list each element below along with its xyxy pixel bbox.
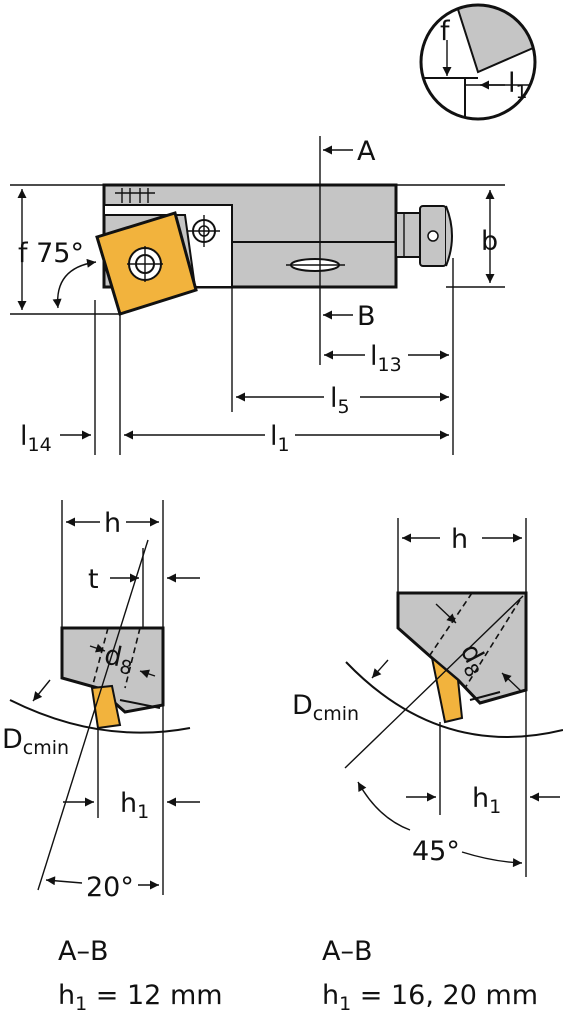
section-b-label: B: [357, 301, 376, 332]
insert-section-right: [430, 655, 464, 724]
l5-label: l5: [330, 383, 350, 418]
detail-circle: [419, 3, 537, 121]
angle-20-label: 20°: [86, 872, 134, 903]
h-label-left: h: [104, 508, 121, 539]
l13-label: l13: [370, 341, 402, 376]
section-a-label: A: [357, 136, 376, 167]
detail-view: f l1: [419, 3, 537, 121]
d8-label-right: d8: [450, 639, 495, 681]
h-label-right: h: [451, 524, 468, 555]
l14-label: l14: [20, 421, 52, 456]
detail-f-label: f: [440, 16, 451, 47]
adjuster-screw: [395, 205, 453, 267]
hatch-marks: [115, 188, 155, 203]
caption-h1-right: h1 = 16, 20 mm: [322, 980, 538, 1015]
caption-h1-left: h1 = 12 mm: [58, 980, 223, 1015]
section-view-right: h d8 Dcmin h1 45° A–B h1 = 16, 20 mm: [292, 518, 563, 1015]
holder-section-right: [396, 591, 528, 705]
angle-45-label: 45°: [412, 836, 460, 867]
h1-label-left: h1: [120, 788, 149, 823]
dcmin-label-right: Dcmin: [292, 690, 359, 725]
dcmin-label-left: Dcmin: [2, 724, 69, 759]
f-75-angle-label: f 75°: [18, 238, 84, 269]
b-dimension-label: b: [481, 226, 498, 257]
t-label: t: [88, 564, 99, 595]
cutting-insert: [95, 211, 198, 316]
body-screw-icon: [286, 258, 345, 272]
clamp-screw-icon: [188, 215, 220, 247]
caption-title-left: A–B: [58, 936, 109, 967]
l1-label: l1: [270, 421, 290, 456]
section-view-left: h t d8 Dcmin h1 20° A–B h1 = 12 mm: [2, 500, 223, 1015]
d8-label-left: d8: [101, 640, 137, 680]
caption-title-right: A–B: [322, 936, 373, 967]
h1-label-right: h1: [472, 783, 501, 818]
detail-l1-label: l1: [508, 68, 528, 103]
top-view: f 75° b A B l13 l5 l1 l14: [10, 136, 505, 456]
holder-section-left: [60, 626, 165, 714]
